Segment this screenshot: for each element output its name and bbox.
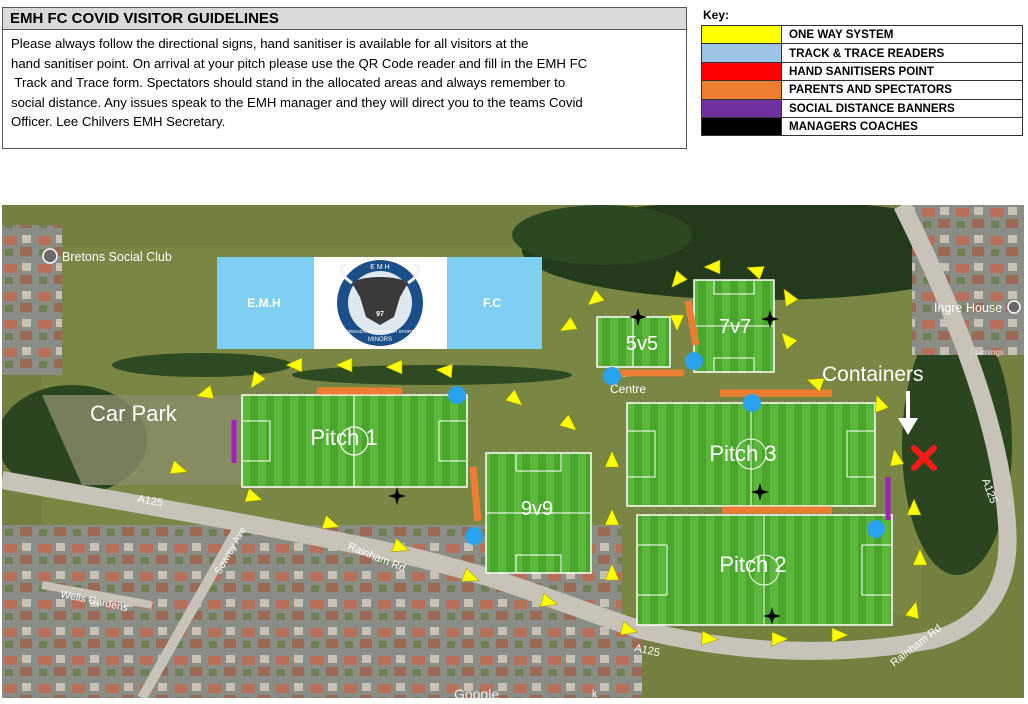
tree-belt <box>512 205 692 265</box>
banner-left-text: E.M.H <box>247 296 280 310</box>
pitch-9v9 <box>485 452 592 574</box>
key-label: ONE WAY SYSTEM <box>781 24 1023 45</box>
pitch-2 <box>636 514 893 626</box>
crest-f-text: F <box>343 299 348 308</box>
distance-banners <box>231 420 891 520</box>
key-swatch <box>701 61 782 82</box>
guidelines-line: social distance. Any issues speak to the… <box>11 94 583 110</box>
tree-belt <box>112 353 292 377</box>
key-row: ONE WAY SYSTEM <box>701 24 1023 45</box>
crest-motto-text: FRIENDSHIP THROUGH SPORT <box>346 329 414 334</box>
guidelines-text: Please always follow the directional sig… <box>3 30 686 132</box>
manager-areas <box>388 308 781 625</box>
map-pin-icon <box>42 248 58 264</box>
guidelines-line: Please always follow the directional sig… <box>11 36 529 51</box>
crest-top-text: E M H <box>370 264 389 271</box>
car-park-area <box>42 395 242 485</box>
pitch-7v7-label: 7v7 <box>719 316 751 338</box>
crest-bottom-text: MINORS <box>368 337 392 343</box>
road-label: A125 <box>136 493 163 509</box>
map-pin-icon <box>1007 300 1021 314</box>
key-label: PARENTS AND SPECTATORS <box>781 80 1023 100</box>
tree-belt <box>292 365 572 385</box>
bretons-label: Bretons Social Club <box>62 250 172 264</box>
key-label: SOCIAL DISTANCE BANNERS <box>781 98 1023 118</box>
key-row: PARENTS AND SPECTATORS <box>701 80 1023 100</box>
pitch-1 <box>241 394 468 488</box>
ingre-label: Ingre House <box>934 301 1002 315</box>
key-table: ONE WAY SYSTEM TRACK & TRACE READERS HAN… <box>701 24 1023 137</box>
google-label: Google <box>454 686 499 698</box>
housing-area <box>2 225 62 375</box>
guidelines-line: hand sanitiser point. On arrival at your… <box>11 55 588 71</box>
guidelines-title: EMH FC COVID VISITOR GUIDELINES <box>3 8 686 30</box>
down-arrow-icon <box>898 391 918 435</box>
containers-label: Containers <box>822 363 924 386</box>
road-sowrey <box>137 527 242 698</box>
key-swatch <box>701 80 782 100</box>
pitch-3-label: Pitch 3 <box>709 441 776 466</box>
site-map: E.M.H F.C E M H F C 97 FRIENDSHIP THROUG… <box>2 205 1024 698</box>
key-row: TRACK & TRACE READERS <box>701 43 1023 63</box>
pitch-1-label: Pitch 1 <box>310 425 377 450</box>
key-swatch <box>701 43 782 63</box>
road-a125 <box>2 205 1017 660</box>
crest-num-text: 97 <box>376 311 384 318</box>
key-label: MANAGERS COACHES <box>781 116 1023 137</box>
key-row: SOCIAL DISTANCE BANNERS <box>701 98 1023 118</box>
key-swatch <box>701 98 782 118</box>
dunnings-label: Dunnings <box>970 348 1004 357</box>
car-park-label: Car Park <box>90 401 178 426</box>
sanitiser-point <box>911 445 937 471</box>
track-trace-readers <box>448 352 885 545</box>
pitch-5v5 <box>596 316 671 368</box>
guidelines-line: Track and Trace form. Spectators should … <box>11 75 566 91</box>
spectator-areas <box>317 300 832 522</box>
road-label: k <box>592 689 598 698</box>
road-label: A125 <box>633 642 661 659</box>
pitch-7v7 <box>693 279 775 373</box>
key-label: TRACK & TRACE READERS <box>781 43 1023 63</box>
key-row: MANAGERS COACHES <box>701 116 1023 137</box>
key-swatch <box>701 116 782 137</box>
pitch-3 <box>626 402 876 507</box>
guidelines-box: EMH FC COVID VISITOR GUIDELINES Please a… <box>2 7 687 149</box>
centre-label-b: Centre <box>610 382 646 396</box>
key-swatch <box>701 24 782 45</box>
road-wells <box>41 581 153 609</box>
bull-horns-icon <box>339 263 421 285</box>
bull-head-icon <box>352 277 408 325</box>
key-row: HAND SANITISERS POINT <box>701 61 1023 82</box>
key-label: HAND SANITISERS POINT <box>781 61 1023 82</box>
banner-right-text: F.C <box>483 296 501 310</box>
key-title: Key: <box>703 8 730 22</box>
guidelines-line: Officer. Lee Chilvers EMH Secretary. <box>11 114 226 130</box>
crest-c-text: C <box>412 299 418 308</box>
pitch-5v5-label: 5v5 <box>626 333 658 355</box>
pitch-9v9-label: 9v9 <box>521 498 553 520</box>
pitch-2-label: Pitch 2 <box>719 552 786 577</box>
